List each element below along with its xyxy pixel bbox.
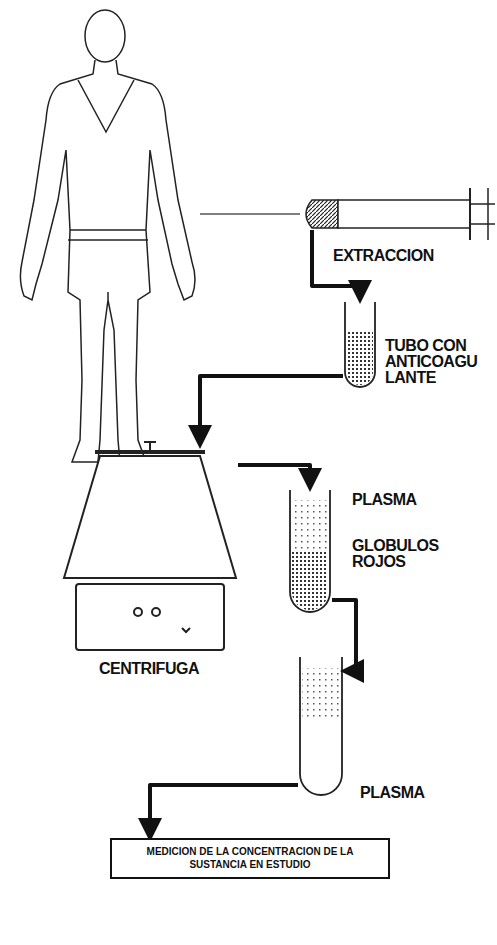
anticoagulant-tube [345, 302, 375, 387]
flow-arrow [238, 465, 310, 488]
syringe [306, 188, 495, 240]
process-box: MEDICION DE LA CONCENTRACION DE LA SUSTA… [110, 838, 390, 879]
part-label: EXTRACCION [333, 248, 483, 264]
needle [200, 213, 300, 215]
syringe-node: EXTRACCION [298, 188, 493, 230]
part-label: GLOBULOS ROJOS [352, 538, 452, 570]
centrifuge-node: CENTRIFUGA [60, 445, 238, 655]
tube-node: PLASMA [298, 655, 344, 797]
part-label: PLASMA [360, 785, 460, 801]
plasma-tube [300, 657, 342, 795]
tube-node: TUBO CON ANTICOAGU LANTE [343, 300, 377, 388]
flow-arrow [332, 600, 356, 671]
part-label: TUBO CON ANTICOAGU LANTE [385, 338, 493, 386]
flow-arrow [150, 785, 298, 838]
flow-arrow [312, 230, 360, 300]
part-label: PLASMA [352, 492, 462, 508]
flow-arrow [200, 376, 343, 445]
centrifuge [64, 442, 236, 650]
part-label: CENTRIFUGA [60, 661, 238, 677]
human-figure [20, 10, 195, 462]
tube-node: PLASMAGLOBULOS ROJOS [288, 488, 332, 612]
box-text: MEDICION DE LA CONCENTRACION DE LA SUSTA… [122, 846, 378, 871]
separated-blood-tube [290, 490, 330, 612]
